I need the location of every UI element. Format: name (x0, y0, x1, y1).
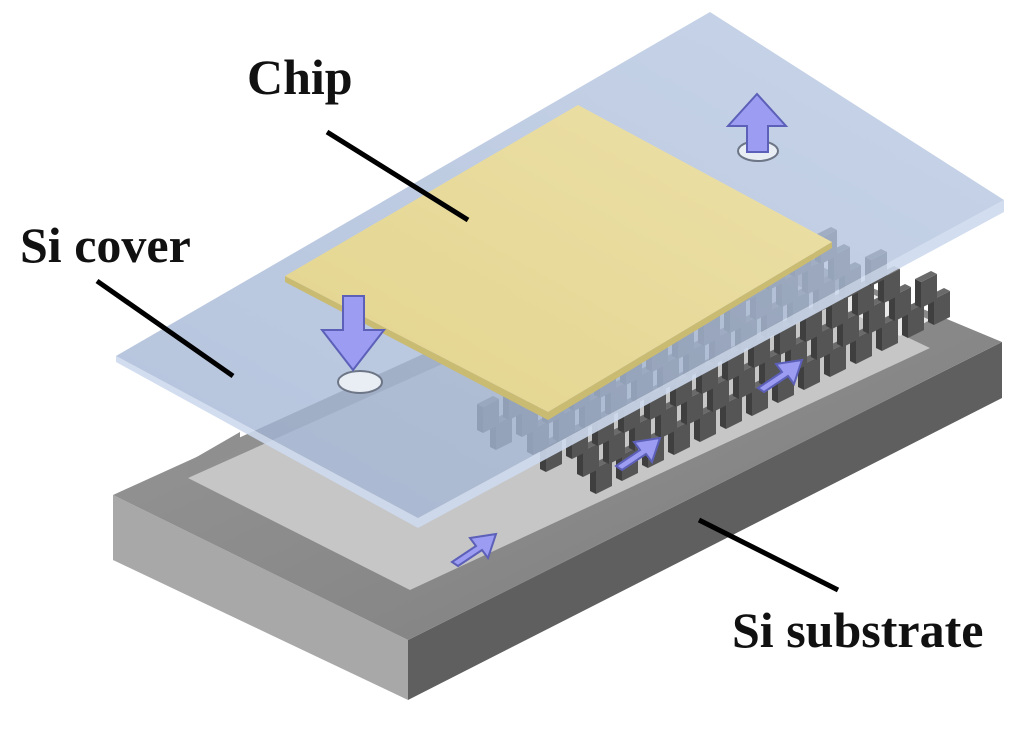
chip-top-face (285, 105, 832, 412)
label-si-cover: Si cover (20, 217, 191, 273)
flow-arrow-channel-icon (450, 532, 498, 568)
pillar-side (921, 274, 937, 308)
inlet-hole (337, 370, 383, 394)
pillar-side (858, 282, 874, 316)
pillar-side (726, 395, 742, 429)
flow-arrow-channel-icon (756, 358, 804, 394)
pillar (915, 271, 937, 282)
pillar-side (830, 343, 846, 377)
flow-arrow-in-icon (319, 295, 387, 372)
label-si-substrate: Si substrate (732, 602, 984, 658)
substrate-front-face (113, 495, 408, 700)
leader-line-cover (95, 278, 235, 379)
leader-line-chip (325, 129, 470, 223)
flow-arrow-out-icon (725, 92, 789, 153)
channel-wall-left (188, 432, 240, 478)
pillar-side (908, 304, 924, 338)
pillar-side (596, 460, 612, 494)
label-chip: Chip (247, 49, 353, 105)
flow-arrows (319, 92, 804, 568)
pillar-side (856, 330, 872, 364)
pillar-side (674, 421, 690, 455)
pillar-side (934, 291, 950, 325)
pillar-side (884, 269, 900, 303)
flow-arrow-channel-icon (614, 436, 662, 472)
pillar-side (804, 356, 820, 390)
pillar-side (882, 317, 898, 351)
chip (285, 105, 832, 420)
leader-lines (95, 129, 840, 593)
pillar-side (832, 295, 848, 329)
pillar-face (915, 279, 921, 308)
leader-line-substrate (697, 517, 840, 593)
pillar-side (700, 408, 716, 442)
